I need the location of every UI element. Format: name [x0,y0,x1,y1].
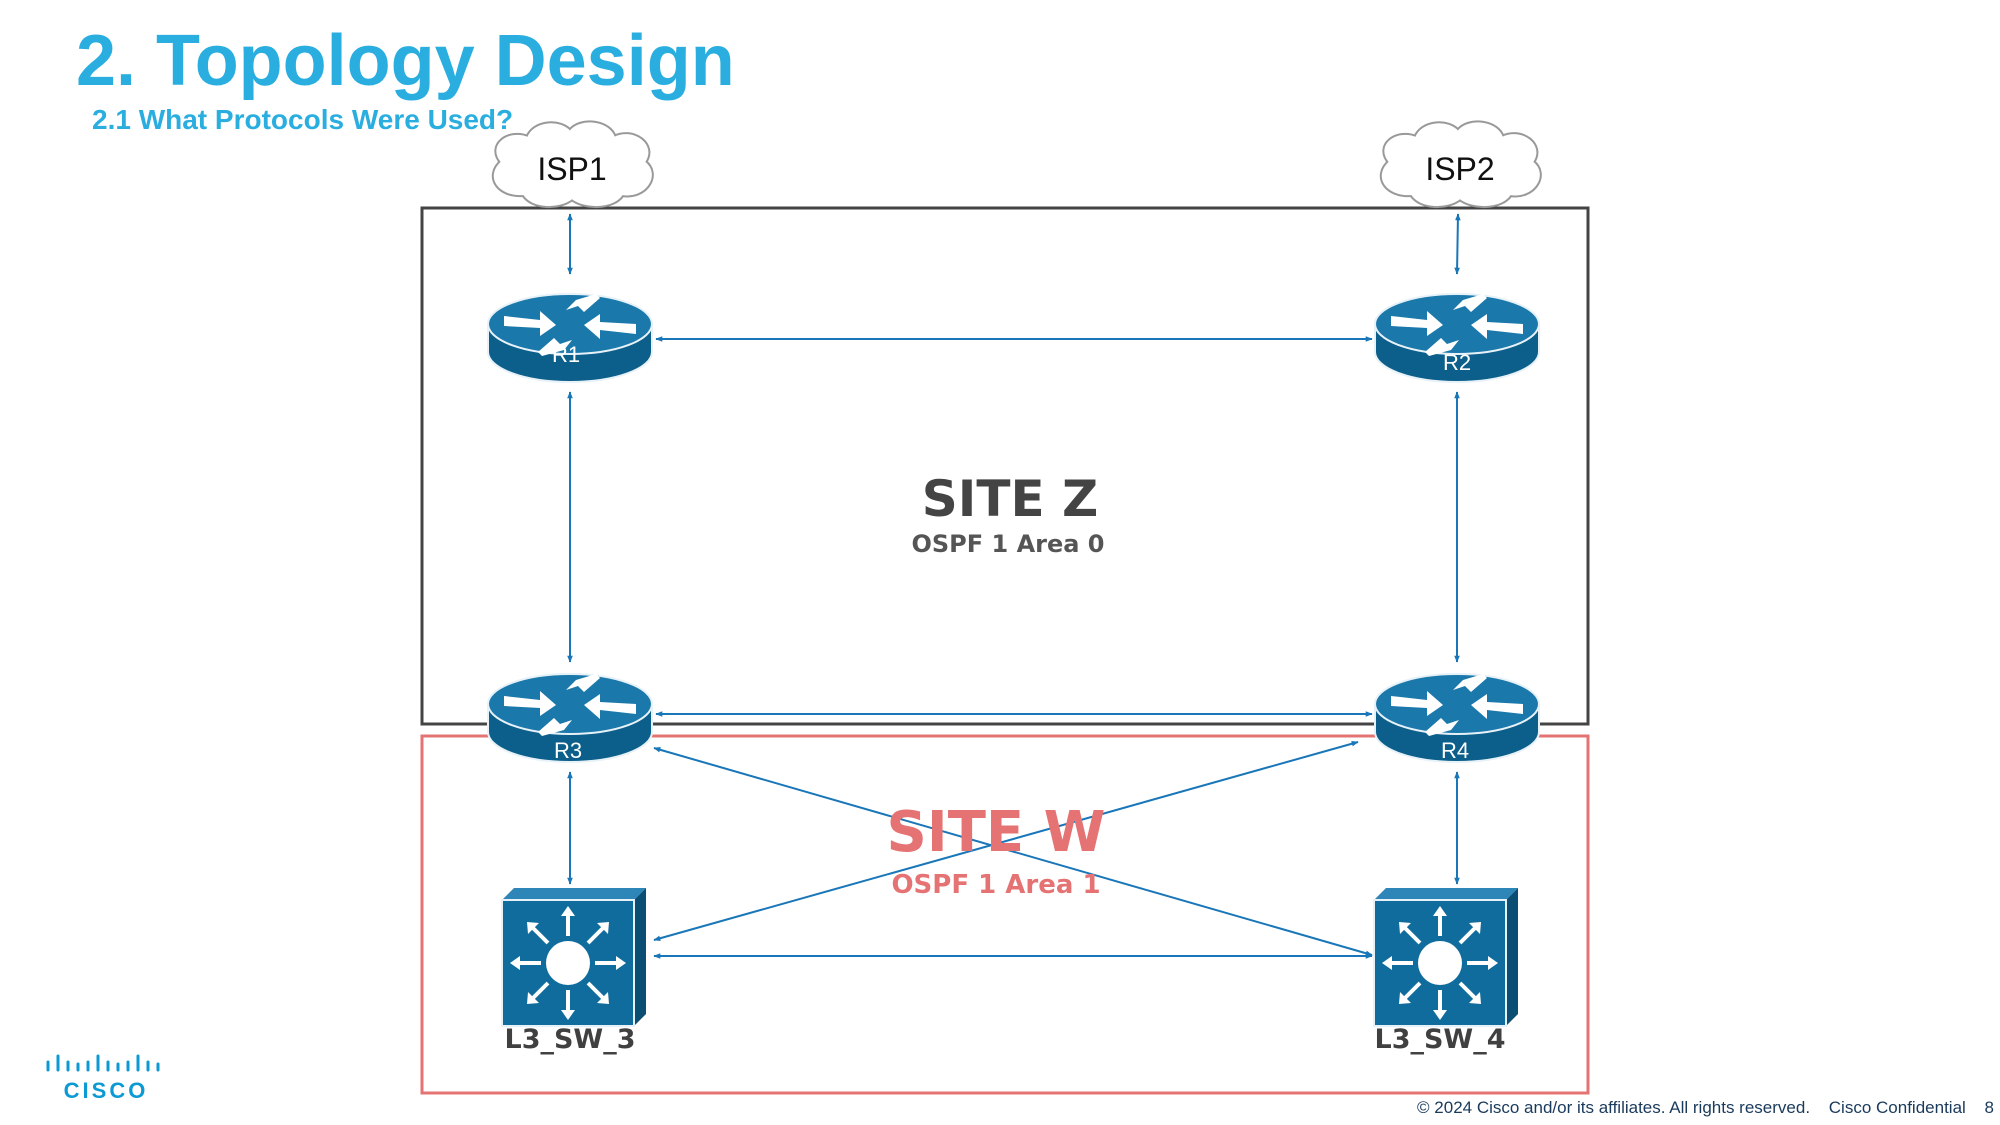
router-r4: R4 [1374,673,1540,763]
footer-confidential: Cisco Confidential [1828,1098,1966,1117]
footer-copyright: © 2024 Cisco and/or its affiliates. All … [1417,1098,1811,1117]
router-r1-label: R1 [552,342,580,367]
switch-icon [500,886,648,1028]
cisco-logo: CISCO [46,1054,160,1103]
site-w-name: SITE W [887,800,1106,865]
router-r4-label: R4 [1441,738,1469,763]
cisco-logo-text: CISCO [64,1078,149,1103]
isp1-cloud: ISP1 [495,123,651,205]
page-title: 2. Topology Design [76,21,735,101]
switch-sw4 [1372,886,1520,1028]
page-subtitle: 2.1 What Protocols Were Used? [92,104,514,135]
router-r3: R3 [487,673,653,763]
link-isp2-r2 [1454,213,1461,275]
link-r4-sw3 [653,741,1359,941]
site-z-protocol: OSPF 1 Area 0 [911,530,1104,558]
isp2-label: ISP2 [1425,151,1494,187]
router-r2: R2 [1374,293,1540,383]
site-z-boundary [420,206,1590,726]
isp2-cloud: ISP2 [1383,123,1539,205]
router-icon [487,293,653,383]
router-r1: R1 [487,293,653,383]
site-z-name: SITE Z [922,470,1099,528]
switch-icon [1372,886,1520,1028]
router-r3-label: R3 [554,738,582,763]
site-w-boundary [420,734,1590,1095]
footer-page-number: 8 [1984,1098,1994,1117]
site-w-protocol: OSPF 1 Area 1 [891,870,1100,900]
switch-sw3 [500,886,648,1028]
isp1-label: ISP1 [537,151,606,187]
footer: © 2024 Cisco and/or its affiliates. All … [1403,1098,1994,1118]
switch-sw4-label: L3_SW_4 [1374,1024,1505,1055]
switch-sw3-label: L3_SW_3 [504,1024,635,1055]
router-r2-label: R2 [1443,350,1471,375]
